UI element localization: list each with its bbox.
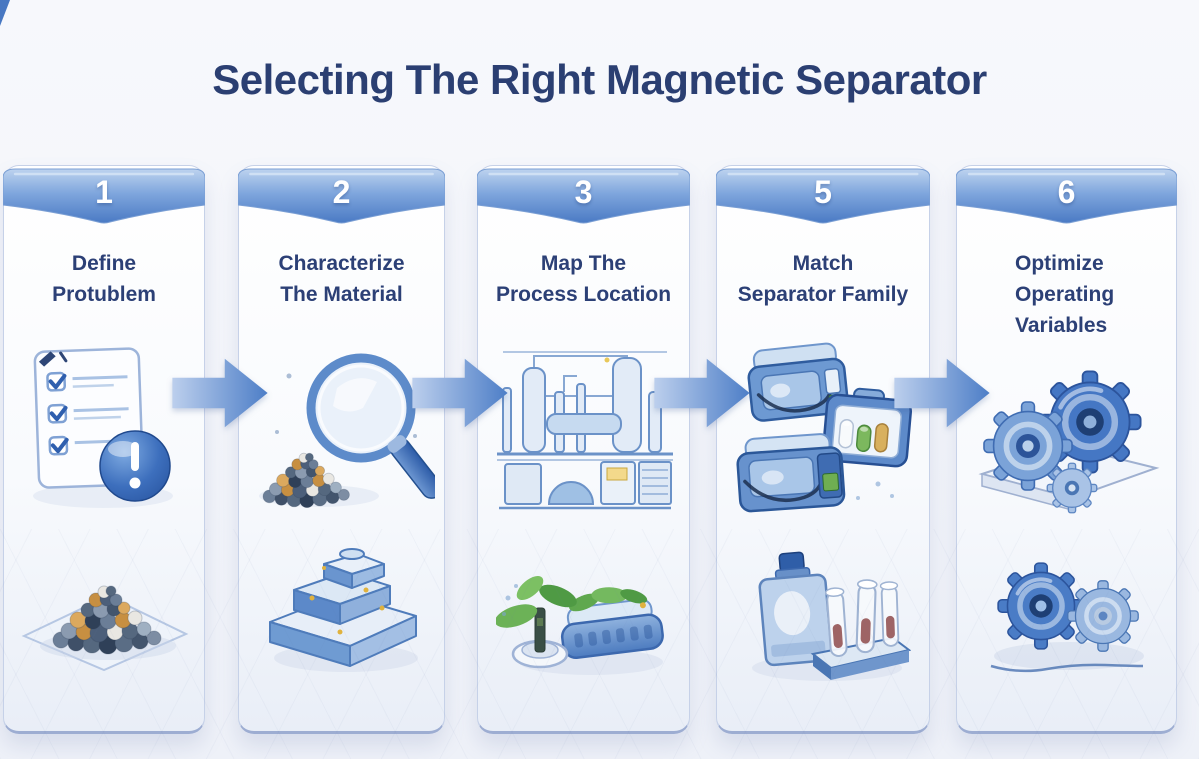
checklist-alert-illustration [4,334,204,526]
pen-nib-icon [38,351,56,367]
magnifier-icon [306,353,435,499]
page-title: Selecting The Right Magnetic Separator [212,56,987,103]
sprout-pot-icon [495,575,577,668]
corner-artifact [0,0,10,26]
step-title-line: Process Location [495,283,672,306]
capsule-case-icon [821,387,913,468]
magnifier-illustration [239,334,444,526]
step-title-line: Map The [540,252,627,275]
step-title-line: Optimize [1015,252,1104,275]
step-title-line: Characterize [278,252,405,275]
step-title: Characterize The Material [239,248,444,310]
step-title-line: Separator Family [737,283,909,306]
step-number: 6 [1057,174,1076,210]
step-card-1: 1 Define Protublem [3,165,205,734]
separator-machine-icon [736,433,846,513]
step-title-line: Variables [1015,314,1108,337]
step-title: Match Separator Family [717,248,929,310]
step-title-line: Match [792,252,854,275]
step-title-line: Operating [1015,283,1115,306]
step-number-banner [956,165,1177,227]
pebble-pile-illustration [4,531,204,696]
gear-icon [982,401,1073,491]
step-title: Map The Process Location [478,248,689,310]
step-number-banner [477,165,690,227]
bottle-icon [758,551,833,666]
gear-icon [1037,370,1142,474]
step-card-5: 5 Match Separator Family [716,165,930,734]
step-number: 3 [574,174,593,210]
step-title: Define Protublem [4,248,204,310]
puzzle-blocks-illustration [239,531,444,696]
flow-arrow-icon [652,353,752,433]
gear-icon [1046,462,1097,514]
step-card-6: 6 Optimize Operating Variables [956,165,1177,734]
gear-icon [1066,579,1139,652]
flow-arrow-icon [892,353,992,433]
separator-machine-icon [747,342,849,422]
step-number-banner [716,165,930,227]
step-number: 5 [814,174,832,210]
step-number: 2 [332,174,351,210]
step-number: 1 [95,174,113,210]
alert-icon [99,430,171,502]
step-number-banner [3,165,205,227]
gear-pair-illustration [957,531,1176,696]
checkbox-row-icon [47,403,129,424]
separator-machines-illustration [717,334,929,526]
process-plant-illustration [478,334,689,526]
checkbox-row-icon [46,371,128,392]
conveyor-machine-icon [560,586,664,659]
gear-icon [996,561,1085,650]
test-tube-rack-icon [810,578,911,680]
sprout-machine-illustration [478,531,689,696]
gears-platform-illustration [957,354,1176,526]
step-card-2: 2 Characterize The Material [238,165,445,734]
flow-arrow-icon [410,353,510,433]
flow-arrow-icon [170,353,270,433]
step-title-line: The Material [280,283,403,306]
step-card-3: 3 Map The Process Location [477,165,690,734]
step-title-line: Protublem [52,283,156,306]
step-title-line: Define [71,252,137,275]
step-title: Optimize Operating Variables [957,248,1176,341]
step-number-banner [238,165,445,227]
bottle-test-tubes-illustration [717,531,929,696]
